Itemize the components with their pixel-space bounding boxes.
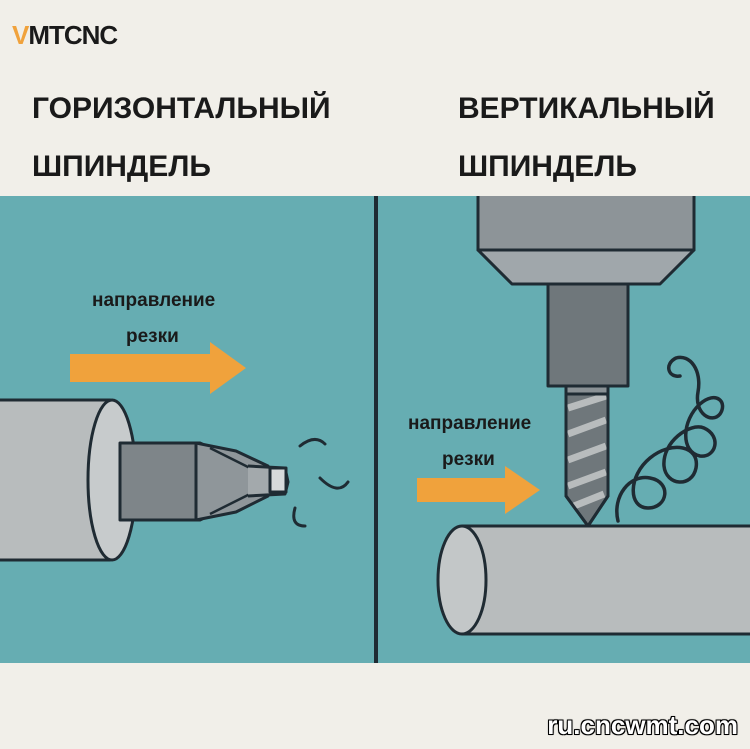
workpiece-rod-icon <box>436 524 750 636</box>
title-horizontal-spindle: ГОРИЗОНТАЛЬНЫЙ ШПИНДЕЛЬ <box>32 80 362 196</box>
direction-label-right-line2: резки <box>442 449 495 470</box>
panel-divider <box>374 196 378 663</box>
title-horizontal-line2: ШПИНДЕЛЬ <box>32 150 211 183</box>
horizontal-spindle-icon <box>0 398 290 562</box>
drill-bit-icon <box>564 392 610 528</box>
chip-curl-icon <box>615 355 725 523</box>
chip-marks-left-icon <box>292 438 350 528</box>
website-url[interactable]: ru.cncwmt.com <box>547 709 739 741</box>
direction-arrow-right-icon <box>417 466 540 514</box>
brand-logo: VMTCNC <box>12 20 118 50</box>
direction-label-left-line1: направление <box>92 290 216 311</box>
title-horizontal-line1: ГОРИЗОНТАЛЬНЫЙ <box>32 92 331 125</box>
title-vertical-spindle: ВЕРТИКАЛЬНЫЙ ШПИНДЕЛЬ <box>458 80 748 196</box>
vertical-spindle-icon <box>476 196 696 396</box>
title-vertical-line1: ВЕРТИКАЛЬНЫЙ <box>458 92 715 125</box>
brand-logo-text: VMTCNC <box>12 20 118 50</box>
direction-label-right-line1: направление <box>408 413 532 434</box>
title-vertical-line2: ШПИНДЕЛЬ <box>458 150 637 183</box>
illustration-scene <box>0 196 750 636</box>
direction-arrow-left-icon <box>70 342 246 394</box>
direction-label-left-line2: резки <box>126 326 179 347</box>
